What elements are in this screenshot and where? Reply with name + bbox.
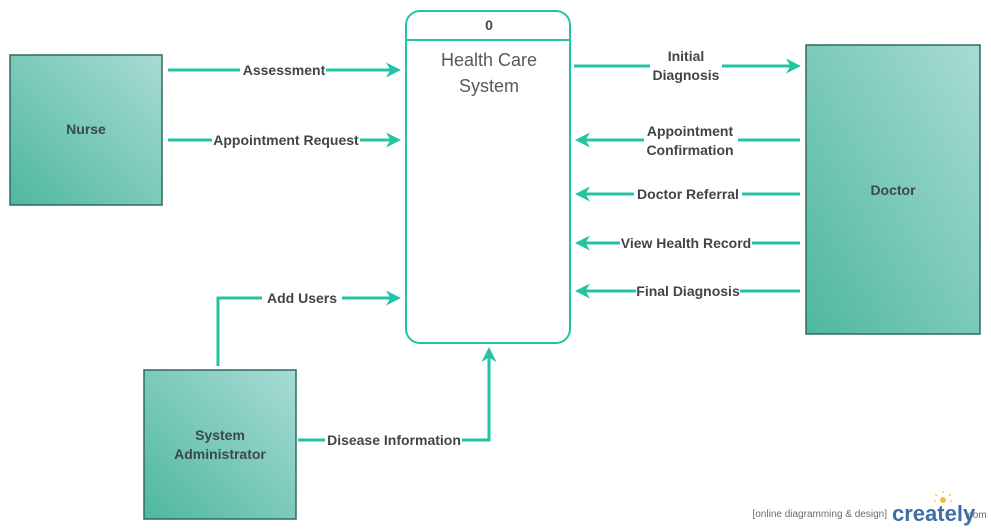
watermark-brand: creately xyxy=(892,501,976,526)
creately-watermark: [online diagramming & design] creately .… xyxy=(752,491,987,526)
flow-initial-diagnosis-label-line1: Initial xyxy=(668,48,705,64)
doctor-entity[interactable]: Doctor xyxy=(805,44,981,335)
flow-initial-diagnosis-label-line2: Diagnosis xyxy=(653,67,720,83)
system-administrator-entity[interactable]: System Administrator xyxy=(143,369,297,520)
doctor-label: Doctor xyxy=(870,182,916,198)
flow-final-diagnosis-label: Final Diagnosis xyxy=(636,283,740,299)
flow-view-health-record-label: View Health Record xyxy=(621,235,751,251)
sysadmin-label-line2: Administrator xyxy=(174,446,266,462)
flow-appointment-confirmation-label-line1: Appointment xyxy=(647,123,734,139)
nurse-label: Nurse xyxy=(66,121,106,137)
sysadmin-label-line1: System xyxy=(195,427,245,443)
flow-final-diagnosis[interactable]: Final Diagnosis xyxy=(575,283,800,299)
flow-add-users-label: Add Users xyxy=(267,290,337,306)
flow-initial-diagnosis[interactable]: Initial Diagnosis xyxy=(574,48,801,83)
flow-appointment-request[interactable]: Appointment Request xyxy=(168,132,401,148)
flow-disease-information-label: Disease Information xyxy=(327,432,461,448)
sun-icon xyxy=(934,491,952,503)
process-title-line1: Health Care xyxy=(441,50,537,70)
flow-appointment-confirmation[interactable]: Appointment Confirmation xyxy=(575,123,800,158)
process-title-line2: System xyxy=(459,76,519,96)
health-care-system-process[interactable]: 0 Health Care System xyxy=(405,10,571,344)
flow-appointment-confirmation-label-line2: Confirmation xyxy=(646,142,733,158)
flow-doctor-referral[interactable]: Doctor Referral xyxy=(575,186,800,202)
flow-assessment[interactable]: Assessment xyxy=(168,62,401,78)
watermark-tagline: [online diagramming & design] xyxy=(752,509,887,520)
process-id: 0 xyxy=(485,17,493,33)
nurse-entity[interactable]: Nurse xyxy=(9,54,163,206)
flow-appointment-request-label: Appointment Request xyxy=(213,132,359,148)
flow-assessment-label: Assessment xyxy=(243,62,326,78)
watermark-suffix: .com xyxy=(965,510,987,521)
flow-add-users[interactable]: Add Users xyxy=(216,290,401,366)
flow-view-health-record[interactable]: View Health Record xyxy=(575,235,800,251)
flow-doctor-referral-label: Doctor Referral xyxy=(637,186,739,202)
flow-disease-information[interactable]: Disease Information xyxy=(298,347,497,448)
